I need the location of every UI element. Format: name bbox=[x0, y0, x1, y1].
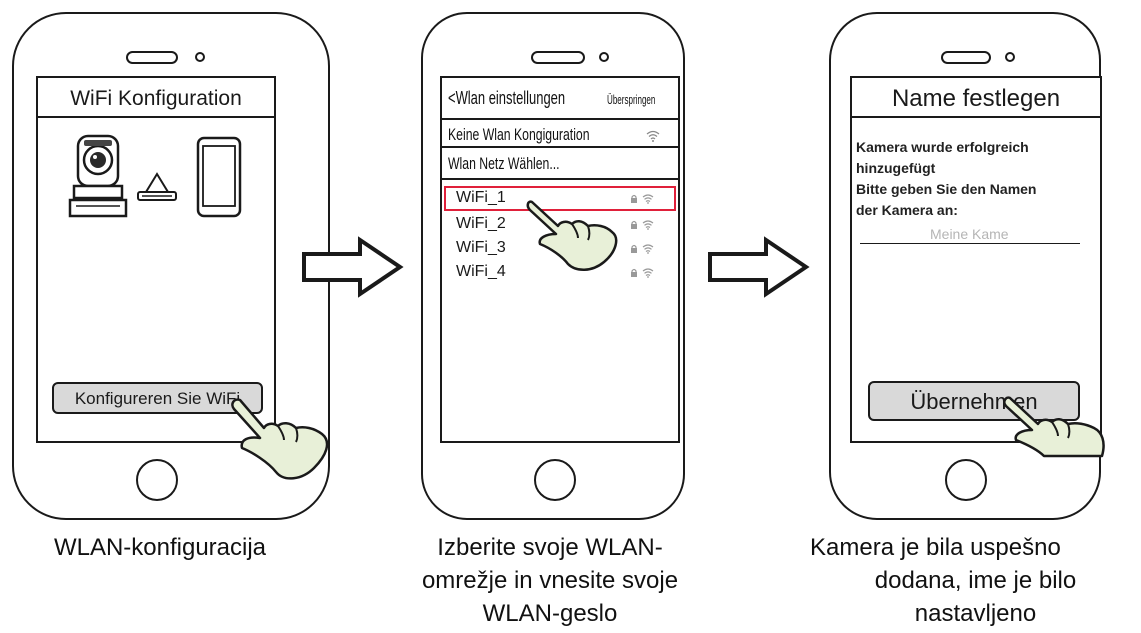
caption-step-3-line: nastavljeno bbox=[914, 600, 1037, 627]
network-list: WiFi_1 WiFi_2 WiFi_3 WiFi_4 bbox=[442, 184, 678, 294]
lock-icon bbox=[631, 194, 637, 203]
caption-step-3-line: Kamera je bila uspešno bbox=[810, 534, 1061, 561]
arrow-right-icon bbox=[302, 236, 404, 298]
wifi-icon bbox=[642, 244, 654, 254]
phone-2-home-button bbox=[534, 459, 576, 501]
menu-item-choose-network[interactable]: Wlan Netz Wählen... bbox=[442, 150, 678, 180]
lock-icon bbox=[631, 244, 637, 253]
lock-icon bbox=[631, 220, 637, 229]
phone-1-screen: WiFi Konfiguration Konfigureren Sie WiFi bbox=[36, 76, 329, 480]
wifi-icon bbox=[646, 130, 660, 142]
success-message-line: der Kamera an: bbox=[856, 202, 958, 218]
caption-step-2-line: omrežje in vnesite svoje bbox=[421, 567, 679, 594]
caption-step-2: Izberite svoje WLAN- omrežje in vnesite … bbox=[380, 531, 720, 630]
network-name: WiFi_1 bbox=[456, 189, 506, 206]
hand-pointer-icon bbox=[526, 200, 618, 271]
network-name: WiFi_2 bbox=[456, 215, 506, 232]
phone-1-camera-dot bbox=[195, 52, 205, 62]
phone-1-speaker bbox=[126, 51, 178, 64]
wifi-icon bbox=[642, 268, 654, 278]
wifi-icon bbox=[642, 220, 654, 230]
camera-name-placeholder: Meine Kame bbox=[930, 226, 1009, 242]
camera-icon bbox=[68, 134, 128, 218]
phone-1-title: WiFi Konfiguration bbox=[38, 78, 274, 118]
network-item[interactable]: WiFi_2 bbox=[444, 213, 676, 237]
skip-link[interactable]: Überspringen bbox=[607, 92, 656, 107]
menu-item-no-config-label: Keine Wlan Kongiguration bbox=[448, 125, 590, 144]
hand-pointer-icon bbox=[231, 398, 329, 480]
phone-3-speaker bbox=[941, 51, 991, 64]
arrow-right-icon bbox=[708, 236, 810, 298]
phone-1-home-button bbox=[136, 459, 178, 501]
caption-step-3-line: dodana, ime je bilo bbox=[874, 567, 1077, 594]
phone-3-camera-dot bbox=[1005, 52, 1015, 62]
phone-2-camera-dot bbox=[599, 52, 609, 62]
menu-item-choose-network-label: Wlan Netz Wählen... bbox=[448, 154, 560, 173]
back-link[interactable]: <Wlan einstellungen bbox=[448, 88, 566, 108]
caption-step-3: Kamera je bila uspešno dodana, ime je bi… bbox=[810, 531, 1141, 630]
phone-3-title: Name festlegen bbox=[852, 78, 1100, 118]
success-message-line: hinzugefügt bbox=[856, 160, 936, 176]
caption-step-2-line: Izberite svoje WLAN- bbox=[437, 534, 663, 561]
caption-step-2-line: WLAN-geslo bbox=[482, 600, 618, 627]
wlan-settings-header: <Wlan einstellungen Überspringen bbox=[442, 78, 678, 120]
configure-wifi-button[interactable]: Konfigureren Sie WiFi bbox=[52, 382, 263, 414]
phone-2: <Wlan einstellungen Überspringen Keine W… bbox=[421, 12, 685, 520]
hand-pointer-icon bbox=[1003, 396, 1105, 458]
network-item[interactable]: WiFi_1 bbox=[444, 186, 676, 211]
success-message-line: Bitte geben Sie den Namen bbox=[856, 181, 1037, 197]
network-item[interactable]: WiFi_4 bbox=[444, 261, 676, 285]
phone-1: WiFi Konfiguration Konfigureren Sie WiFi bbox=[12, 12, 330, 520]
wifi-icon bbox=[642, 194, 654, 204]
network-item[interactable]: WiFi_3 bbox=[444, 237, 676, 261]
phone-3: Name festlegen Kamera wurde erfolgreich … bbox=[829, 12, 1105, 520]
phone-3-screen: Name festlegen Kamera wurde erfolgreich … bbox=[850, 76, 1105, 458]
router-icon bbox=[137, 172, 177, 201]
caption-step-1: WLAN-konfiguracija bbox=[53, 534, 267, 561]
phone-2-screen: <Wlan einstellungen Überspringen Keine W… bbox=[440, 76, 680, 443]
phone-2-speaker bbox=[531, 51, 585, 64]
network-name: WiFi_4 bbox=[456, 263, 506, 280]
network-name: WiFi_3 bbox=[456, 239, 506, 256]
menu-item-no-config[interactable]: Keine Wlan Kongiguration bbox=[442, 122, 678, 148]
camera-name-input[interactable]: Meine Kame bbox=[860, 218, 1080, 244]
lock-icon bbox=[631, 268, 637, 277]
phone-icon bbox=[196, 136, 242, 218]
phone-3-home-button bbox=[945, 459, 987, 501]
success-message-line: Kamera wurde erfolgreich bbox=[856, 139, 1029, 155]
